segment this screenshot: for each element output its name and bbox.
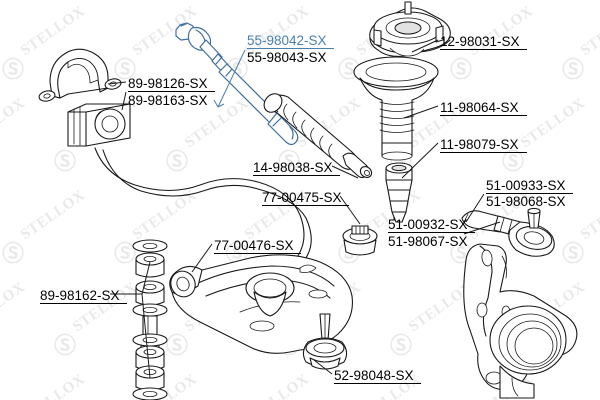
part-number-label[interactable]: 51-98068-SX bbox=[486, 194, 566, 209]
lower-control-arm-drawing bbox=[169, 225, 378, 354]
inner-tie-rod-drawing bbox=[175, 22, 299, 146]
part-number-underline bbox=[334, 383, 421, 384]
part-number-label[interactable]: 14-98038-SX bbox=[253, 160, 333, 175]
stabilizer-bar-bracket-drawing bbox=[38, 48, 122, 102]
part-number-label[interactable]: 55-98042-SX bbox=[247, 33, 327, 48]
part-number-underline bbox=[486, 193, 573, 194]
part-number-underline bbox=[40, 303, 127, 304]
part-number-label[interactable]: 51-98067-SX bbox=[388, 234, 468, 249]
part-number-label[interactable]: 11-98079-SX bbox=[440, 137, 519, 152]
part-number-label[interactable]: 89-98162-SX bbox=[40, 288, 120, 303]
part-number-underline bbox=[440, 49, 527, 50]
part-number-label[interactable]: 77-00475-SX bbox=[262, 190, 342, 205]
part-number-underline bbox=[253, 175, 340, 176]
part-number-underline bbox=[247, 48, 334, 49]
outer-tie-rod-end-drawing bbox=[461, 207, 555, 257]
part-number-label[interactable]: 55-98043-SX bbox=[247, 50, 327, 65]
steering-knuckle-drawing bbox=[463, 243, 578, 399]
lower-ball-joint-drawing bbox=[302, 313, 348, 370]
part-number-label[interactable]: 77-00476-SX bbox=[214, 238, 294, 253]
leader-lines bbox=[107, 39, 501, 379]
stabilizer-bar-bushing-drawing bbox=[67, 103, 131, 147]
part-number-label[interactable]: 11-98064-SX bbox=[440, 100, 519, 115]
part-number-label[interactable]: 52-98048-SX bbox=[334, 368, 414, 383]
part-number-underline bbox=[214, 253, 301, 254]
part-number-label[interactable]: 89-98163-SX bbox=[128, 93, 208, 108]
part-number-underline bbox=[128, 91, 215, 92]
part-number-underline bbox=[388, 232, 475, 233]
part-number-underline bbox=[440, 152, 527, 153]
strut-dust-boot-drawing bbox=[353, 56, 439, 161]
part-number-underline bbox=[262, 205, 349, 206]
part-number-label[interactable]: 12-98031-SX bbox=[440, 34, 520, 49]
part-number-label[interactable]: 51-00933-SX bbox=[486, 178, 566, 193]
part-number-underline bbox=[440, 115, 527, 116]
strut-bump-stop-drawing bbox=[385, 162, 413, 223]
part-number-label[interactable]: 51-00932-SX bbox=[388, 217, 468, 232]
steering-rack-boot-drawing bbox=[263, 93, 373, 179]
part-number-label[interactable]: 89-98126-SX bbox=[128, 76, 208, 91]
